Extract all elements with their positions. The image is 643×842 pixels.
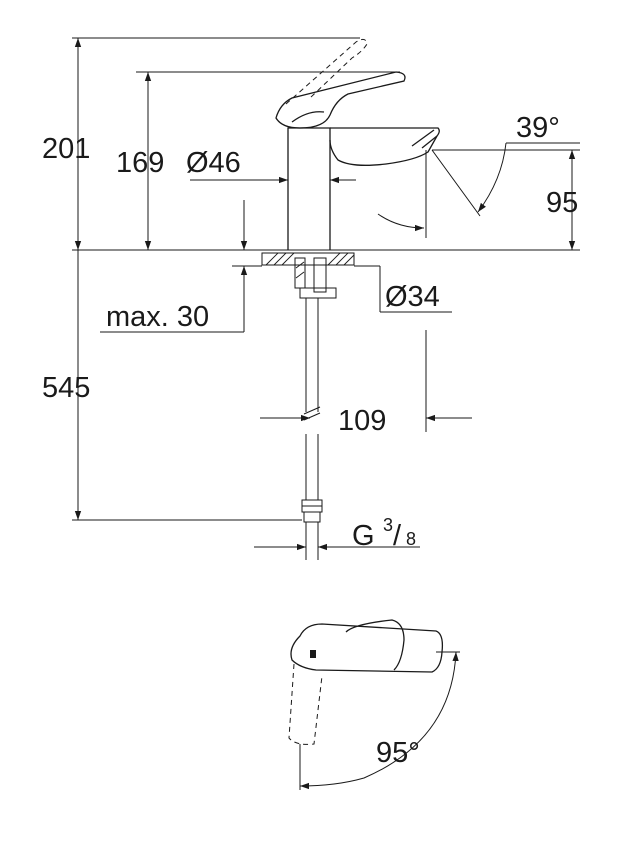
label-46: Ø46	[186, 147, 241, 179]
label-thread-num: 3	[383, 515, 393, 535]
dim-95deg-arc	[299, 651, 459, 790]
label-thread-den: 8	[406, 529, 416, 549]
spout-aerator	[411, 129, 435, 147]
svg-text:/: /	[393, 520, 402, 552]
dim-39-arc	[477, 142, 507, 213]
top-view-outline	[290, 623, 444, 673]
label-34: Ø34	[385, 281, 440, 313]
label-95deg: 95°	[376, 737, 420, 769]
label-169: 169	[116, 147, 164, 179]
label-201: 201	[42, 133, 90, 165]
faucet-side-view	[72, 38, 580, 560]
label-109: 109	[338, 405, 386, 437]
label-max30: max. 30	[106, 301, 209, 333]
dimension-lines	[72, 37, 580, 551]
faucet-body	[287, 127, 331, 250]
top-view-swivel	[288, 663, 323, 745]
indicator-mark	[310, 650, 316, 658]
dimension-labels: 201 169 Ø46 39° 95 max. 30 Ø34 545 109 G…	[42, 112, 578, 769]
mounting-plate	[261, 252, 355, 299]
label-thread-g: G	[352, 520, 375, 552]
supply-hose	[301, 298, 323, 560]
label-39: 39°	[516, 112, 560, 144]
faucet-top-view	[288, 619, 460, 790]
lever-handle	[275, 71, 406, 129]
spout	[329, 127, 440, 166]
label-545: 545	[42, 372, 90, 404]
label-95: 95	[546, 187, 578, 219]
